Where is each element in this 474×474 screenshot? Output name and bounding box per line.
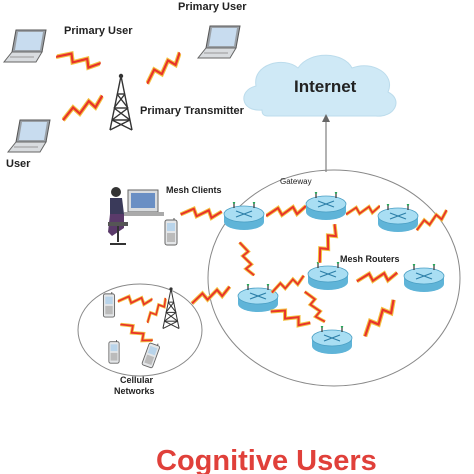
mobile-phone-icon [141,340,162,369]
mesh-router-icon [237,284,279,313]
mesh-router-icon [311,326,353,355]
mesh-clients-label: Mesh Clients [166,185,222,195]
wireless-link [60,96,106,121]
cellular-label-line1: Cellular [120,375,154,385]
wireless-link [302,286,327,327]
cellular-label-line2: Networks [114,386,155,396]
mesh-router-icon [307,262,349,291]
wireless-link [412,208,452,233]
wireless-link [267,273,308,295]
transmission-tower-icon [109,73,133,131]
wireless-link [237,240,257,278]
mesh-router-icon [305,192,347,221]
primary-user-label-right: Primary User [178,1,247,13]
wireless-link [357,271,397,282]
wireless-link [181,205,222,222]
mobile-phone-icon [108,340,120,364]
desktop-user-icon [108,187,164,245]
wireless-link [117,291,153,310]
gateway-label: Gateway [280,177,312,186]
laptop-icon [7,119,51,153]
arrow-head [322,114,330,122]
wireless-link [266,204,306,218]
wireless-link [56,47,101,74]
internet-label: Internet [294,77,357,96]
mesh-router-icon [403,264,445,293]
mobile-phone-icon [164,218,178,246]
wireless-link [358,300,400,337]
wireless-link [346,204,380,217]
cognitive-users-caption: Cognitive Users [156,445,377,474]
mesh-router-icon [377,204,419,233]
wireless-link [142,52,186,84]
primary-transmitter-label: Primary Transmitter [140,105,245,117]
mesh-network-boundary [207,169,461,387]
cellular-network-boundary [77,283,203,377]
mesh-routers-label: Mesh Routers [340,254,400,264]
wireless-link [271,303,311,332]
user-label: User [6,158,31,170]
mesh-router-icon [223,202,265,231]
mobile-phone-icon [102,292,116,318]
cloud-icon [243,54,397,117]
wireless-link [312,224,343,263]
laptop-icon [3,29,47,63]
laptop-icon [197,25,241,59]
primary-user-label-left: Primary User [64,25,133,37]
